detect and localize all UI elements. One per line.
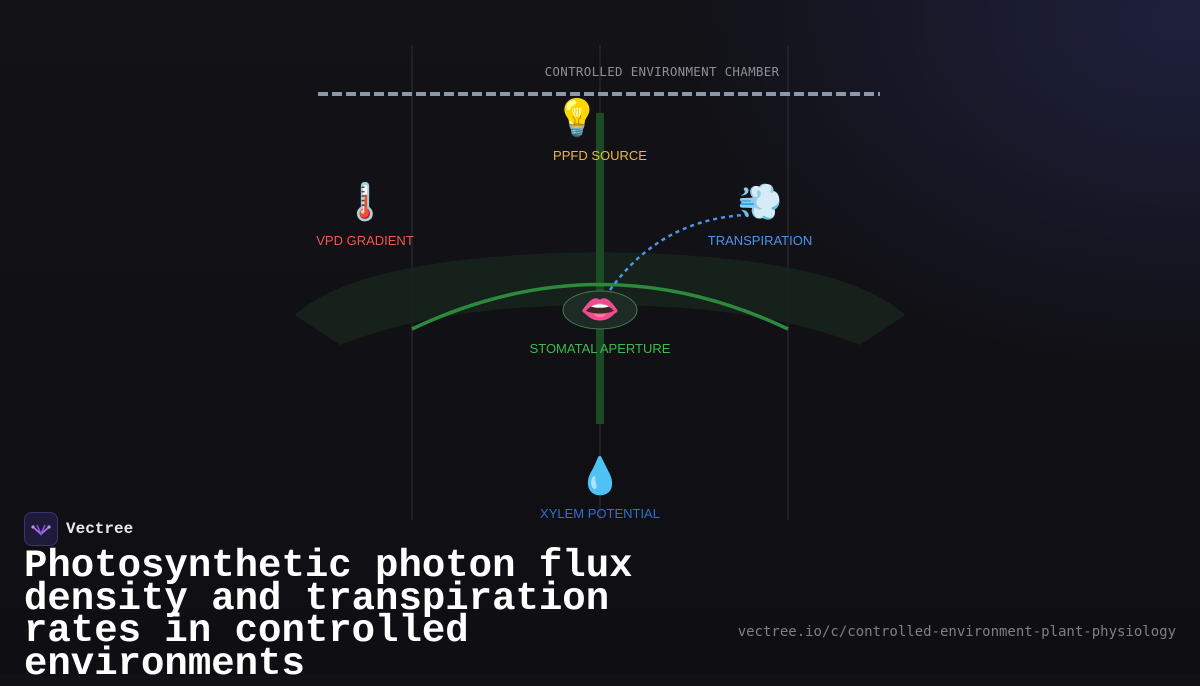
light-bulb-icon: 💡 [554, 97, 600, 138]
transpiration-label: TRANSPIRATION [707, 233, 813, 248]
brand-name: Vectree [66, 520, 134, 538]
water-drop-icon: 💧 [577, 455, 623, 496]
ppfd-source-label: PPFD SOURCE [553, 148, 647, 163]
page-title: Photosynthetic photon flux density and t… [24, 544, 633, 686]
plant-stem [596, 113, 604, 424]
transpiration-flow [608, 213, 746, 291]
mouth-icon: 👄 [580, 291, 620, 327]
brand: Vectree [24, 512, 133, 546]
stomatal-aperture-label: STOMATAL APERTURE [529, 341, 671, 356]
stomata-node [562, 290, 638, 330]
vectree-logo-icon [24, 512, 58, 546]
vpd-gradient-label: VPD GRADIENT [316, 233, 414, 248]
page-url: vectree.io/c/controlled-environment-plan… [737, 624, 1176, 640]
leaf-arc [411, 282, 789, 331]
thermometer-icon: 🌡️ [342, 181, 388, 222]
wind-gust-icon: 💨 [737, 181, 783, 222]
xylem-potential-label: XYLEM POTENTIAL [540, 506, 660, 521]
chamber-title: CONTROLLED ENVIRONMENT CHAMBER [544, 64, 780, 79]
